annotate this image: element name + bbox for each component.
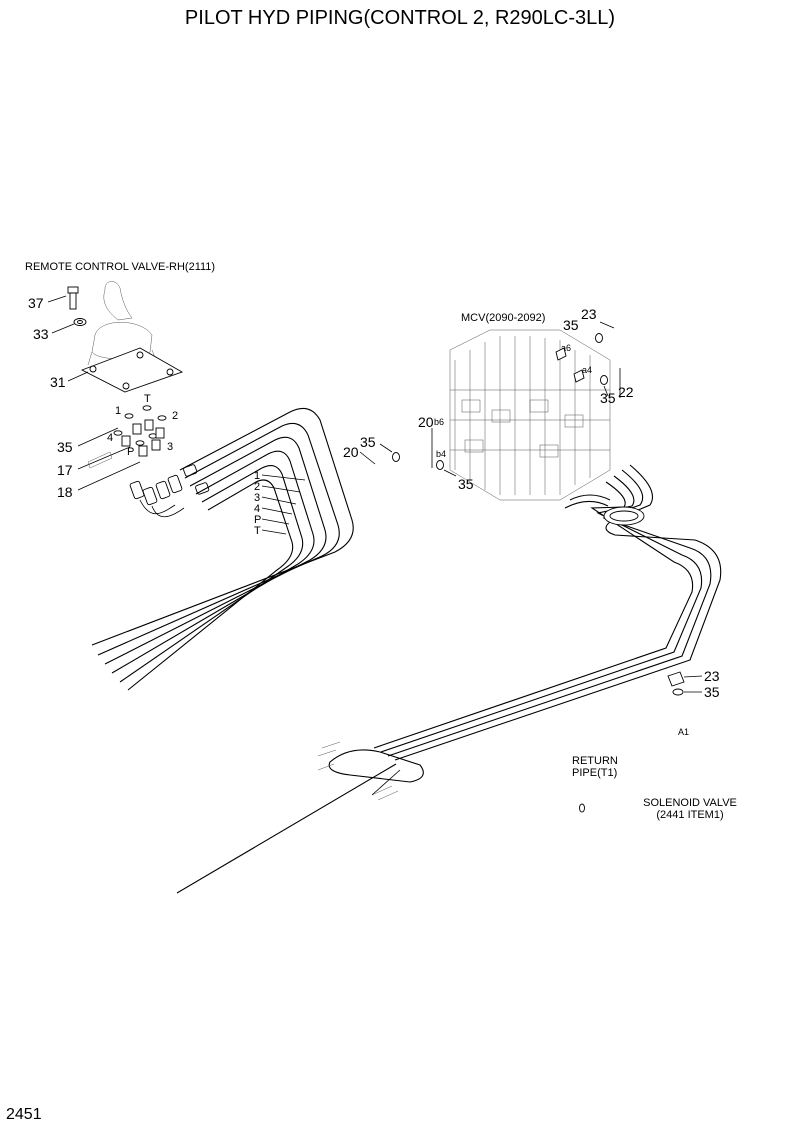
pipe-label-1: 1 (254, 470, 260, 482)
callout-23-lower: 23 (704, 668, 720, 684)
left-pipe-bundle: 1 2 3 4 P T (91, 407, 354, 691)
joystick-handle (103, 281, 133, 321)
callout-22: 22 (618, 384, 634, 400)
port-T: T (144, 393, 151, 405)
remote-valve-label: REMOTE CONTROL VALVE-RH(2111) (25, 261, 215, 273)
callout-18: 18 (57, 484, 73, 500)
callout-31: 31 (50, 374, 66, 390)
callout-35-bottom: 35 (458, 476, 474, 492)
mcv-block: MCV(2090-2092) a6 a4 b6 b4 23 35 22 35 2 (343, 306, 634, 501)
pipe-label-P: P (254, 514, 261, 526)
pipe-label-T: T (254, 525, 261, 537)
bolt-icon (67, 286, 79, 310)
o-ring-icon (595, 333, 603, 343)
port-fittings: T 1 2 4 3 P 35 17 18 (57, 393, 178, 500)
o-ring-icon (142, 405, 152, 411)
port-3: 3 (167, 441, 173, 453)
callout-23-top: 23 (581, 306, 597, 322)
callout-35-mid: 35 (360, 434, 376, 450)
hose-fittings (129, 464, 210, 518)
callout-35-lower: 35 (704, 684, 720, 700)
callout-20-a: 20 (418, 414, 434, 430)
pipe-label-4: 4 (254, 503, 260, 515)
port-2: 2 (172, 410, 178, 422)
callout-33: 33 (33, 326, 49, 342)
right-pipe-bundle (176, 464, 722, 894)
port-b4: b4 (436, 449, 446, 459)
page-number: 2451 (6, 1106, 42, 1123)
port-a1: A1 (678, 727, 689, 737)
callout-35-mcv-top: 35 (563, 317, 579, 333)
callout-37: 37 (28, 295, 44, 311)
o-ring-icon (672, 688, 684, 696)
page-title: PILOT HYD PIPING(CONTROL 2, R290LC-3LL) (185, 7, 615, 29)
port-b6: b6 (434, 417, 444, 427)
callout-20-b: 20 (343, 444, 359, 460)
elbow-fitting-icon (667, 671, 685, 687)
callout-17: 17 (57, 462, 73, 478)
pipe-label-3: 3 (254, 492, 260, 504)
port-4: 4 (107, 432, 113, 444)
return-pipe-label-1: RETURN (572, 755, 618, 767)
solenoid-label-2: (2441 ITEM1) (656, 809, 723, 821)
return-pipe-label-2: PIPE(T1) (572, 767, 617, 779)
pipe-label-2: 2 (254, 481, 260, 493)
remote-control-valve: REMOTE CONTROL VALVE-RH(2111) 37 33 31 (25, 261, 215, 393)
mcv-label: MCV(2090-2092) (461, 312, 545, 324)
connector-icon (121, 419, 165, 457)
port-a6: a6 (561, 343, 571, 353)
callout-35-right: 35 (600, 390, 616, 406)
solenoid-label-1: SOLENOID VALVE (643, 797, 737, 809)
port-P: P (127, 446, 134, 458)
base-plate (80, 347, 184, 393)
port-a4: a4 (582, 365, 592, 375)
solenoid-area: 23 35 A1 RETURN PIPE(T1) SOLENOID VALVE … (572, 668, 737, 821)
callout-35-left: 35 (57, 439, 73, 455)
port-1: 1 (115, 405, 121, 417)
